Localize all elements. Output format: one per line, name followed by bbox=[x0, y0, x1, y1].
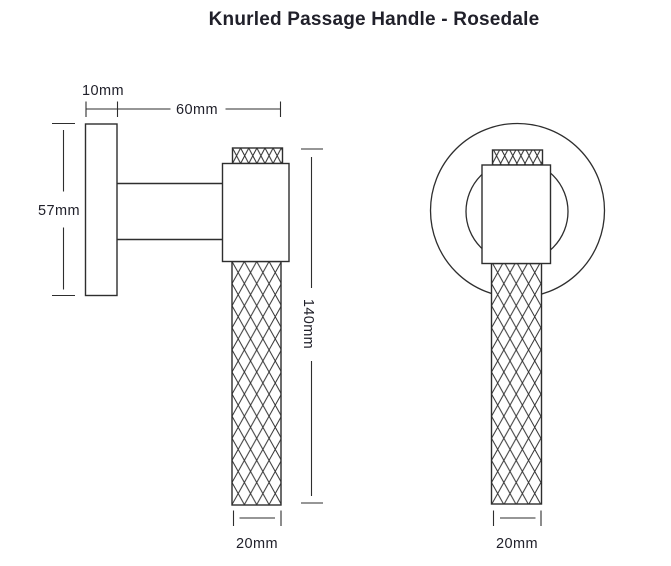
side-view bbox=[84, 123, 290, 506]
cap-front-knurl bbox=[491, 149, 544, 166]
dim-lever-diameter-front bbox=[492, 510, 542, 526]
dim-lever-diameter-side-label: 20mm bbox=[236, 536, 278, 552]
dim-rose-thickness-label: 10mm bbox=[82, 83, 124, 99]
dim-projection-label: 60mm bbox=[176, 102, 218, 118]
hub-side bbox=[221, 162, 290, 263]
hub-front bbox=[481, 164, 552, 265]
dim-rose-diameter-label: 57mm bbox=[38, 203, 80, 219]
drawing-linework bbox=[52, 101, 606, 526]
dim-rose-diameter bbox=[52, 122, 75, 297]
dim-lever-length-label: 140mm bbox=[300, 299, 316, 349]
diagram-title: Knurled Passage Handle - Rosedale bbox=[209, 9, 540, 30]
dimension-lines bbox=[52, 101, 542, 526]
dim-projection bbox=[117, 101, 282, 117]
rose-side bbox=[84, 123, 118, 297]
lever-side bbox=[231, 260, 282, 506]
front-view bbox=[429, 122, 606, 505]
cap-side bbox=[231, 147, 284, 165]
cap-side-knurl bbox=[231, 147, 284, 165]
cap-front bbox=[491, 149, 544, 166]
lever-front bbox=[490, 262, 543, 505]
labels: Knurled Passage Handle - Rosedale 10mm 6… bbox=[38, 9, 539, 552]
lever-front-knurl bbox=[490, 262, 543, 505]
lever-side-knurl bbox=[231, 260, 282, 506]
dim-lever-diameter-side bbox=[232, 510, 282, 526]
handle-neck-side bbox=[117, 182, 223, 241]
dim-lever-diameter-front-label: 20mm bbox=[496, 536, 538, 552]
dim-lever-length bbox=[301, 148, 323, 504]
